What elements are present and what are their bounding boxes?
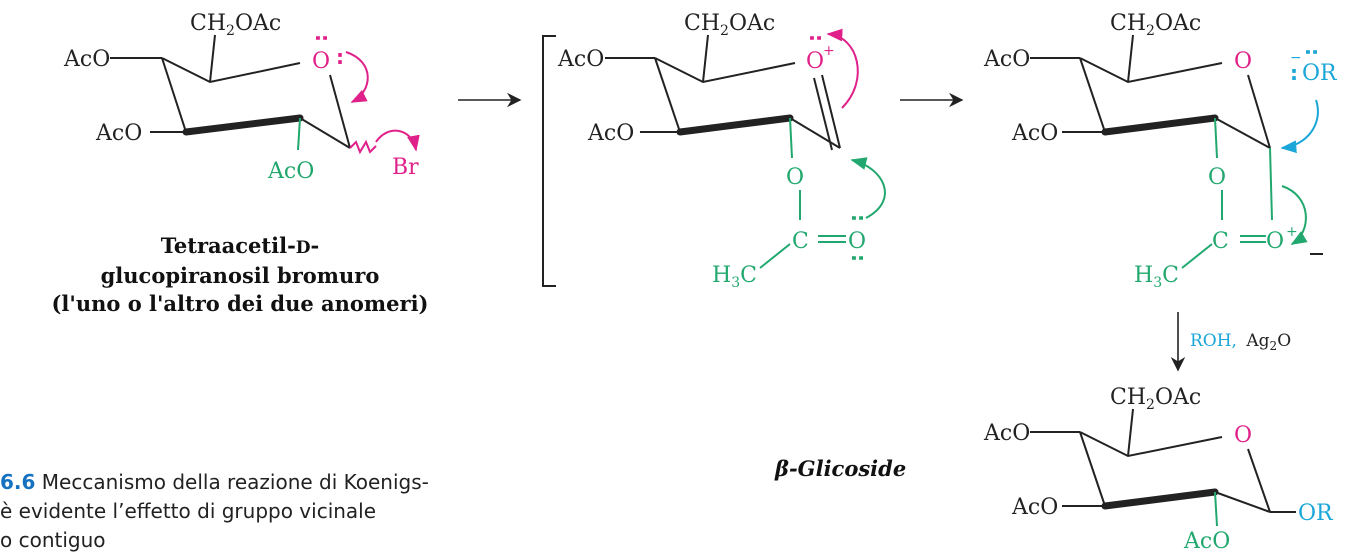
intermediate-bracket	[542, 35, 556, 287]
methylene-label: CH	[190, 11, 226, 36]
subscript-label: 2	[1270, 339, 1278, 353]
subscript-label: 2	[226, 23, 235, 39]
product-beta-glycoside: AcO AcO CH2OAc O OR AcO	[983, 385, 1334, 552]
product-label: β-Glicoside	[775, 456, 907, 481]
svg-text:CH2OAc: CH2OAc	[1110, 11, 1201, 39]
lone-pair-dots: :	[805, 34, 829, 42]
methyl-c-label: C	[740, 263, 757, 288]
figure-caption-text: Meccanismo della reazione di Koenigs- è …	[0, 470, 429, 552]
acetoxy-label: AcO	[1011, 121, 1058, 146]
lone-pair-dots: :	[1301, 48, 1325, 56]
figure-number: 6.6	[0, 470, 36, 494]
ring-oxygen-label: O	[806, 49, 824, 74]
acetoxy-label: AcO	[587, 121, 634, 146]
reagent-silver-oxide: Ag	[1245, 331, 1269, 351]
methylene-label: CH	[1110, 385, 1146, 410]
carbonyl-carbon-label: C	[1212, 229, 1229, 254]
reactant-name-prefix: Tetraacetil-	[160, 233, 296, 258]
svg-text:CH2OAc: CH2OAc	[684, 11, 775, 39]
svg-text:ROH, Ag2O: ROH, Ag2O	[1190, 331, 1291, 353]
lone-pair-dots: :	[311, 34, 335, 42]
acetoxy-label: AcO	[267, 159, 314, 184]
acetoxy-label: AcO	[983, 421, 1030, 446]
acetoxy-label: AcO	[95, 121, 142, 146]
reactant-name-line2: glucopiranosil bromuro	[100, 263, 380, 288]
carbonyl-carbon-label: C	[792, 229, 809, 254]
svg-text:CH2OAc: CH2OAc	[190, 11, 281, 39]
methyl-c-label: C	[1162, 263, 1179, 288]
ester-oxygen-label: O	[1208, 165, 1226, 190]
lone-pair-dots: :	[847, 214, 871, 222]
ring-oxygen-label: O	[312, 49, 330, 74]
acetoxy-label: AcO	[557, 47, 604, 72]
oxocarbenium-intermediate: AcO AcO CH2OAc O + : O C O : : H3C	[557, 11, 886, 291]
methylene-label: CH	[1110, 11, 1146, 36]
subscript-label: 3	[1153, 275, 1162, 291]
glycoside-or-label: OR	[1298, 501, 1334, 526]
subscript-label: 2	[1146, 23, 1155, 39]
positive-charge: +	[823, 43, 835, 59]
bromine-label: Br	[392, 155, 419, 180]
lone-pair-dots: :	[336, 45, 344, 69]
ester-oxygen-label: O	[786, 165, 804, 190]
reactant-name-suffix: -	[310, 233, 320, 258]
oxonium-oxygen-label: O	[1266, 229, 1284, 254]
methylene-label: CH	[684, 11, 720, 36]
methyl-h-label: H	[712, 263, 731, 288]
reactant-name: Tetraacetil-D- glucopiranosil bromuro (l…	[30, 232, 450, 318]
negative-charge: −	[1290, 50, 1302, 66]
d-prefix: D	[295, 238, 311, 258]
svg-text:CH2OAc: CH2OAc	[1110, 385, 1201, 413]
svg-text:H3C: H3C	[712, 263, 757, 291]
reactant-name-line1: Tetraacetil-D-	[161, 233, 320, 258]
acetoxonium-intermediate: AcO AcO CH2OAc O OR − : : O C O + H3C	[983, 11, 1338, 291]
lone-pair-dots: :	[1290, 61, 1298, 85]
figure-caption: 6.6 Meccanismo della reazione di Koenigs…	[0, 468, 520, 555]
svg-text:H3C: H3C	[1134, 263, 1179, 291]
subscript-label: 2	[1146, 397, 1155, 413]
ring-oxygen-label: O	[1234, 49, 1252, 74]
subscript-label: 3	[731, 275, 740, 291]
acetoxy-label: OAc	[1155, 11, 1201, 36]
subscript-label: 2	[720, 23, 729, 39]
acetoxy-label: AcO	[1011, 495, 1058, 520]
acetoxy-label: OAc	[729, 11, 775, 36]
reactant-glycosyl-bromide: AcO AcO CH2OAc O : : AcO Br	[63, 11, 420, 184]
positive-charge: +	[1286, 224, 1298, 240]
reactant-name-line3: (l'uno o l'altro dei due anomeri)	[51, 291, 429, 316]
reagent-silver-oxide-tail: O	[1277, 331, 1291, 351]
methyl-h-label: H	[1134, 263, 1153, 288]
carbonyl-oxygen-label: O	[848, 229, 866, 254]
acetoxy-label: AcO	[983, 47, 1030, 72]
lone-pair-dots: :	[847, 254, 871, 262]
reagent-alcohol: ROH,	[1190, 331, 1237, 351]
acetoxy-label: OAc	[1155, 385, 1201, 410]
acetoxy-label: AcO	[63, 47, 110, 72]
alkoxide-label: OR	[1302, 61, 1338, 86]
acetoxy-label: OAc	[235, 11, 281, 36]
ring-oxygen-label: O	[1234, 423, 1252, 448]
acetoxy-label: AcO	[1183, 529, 1230, 552]
